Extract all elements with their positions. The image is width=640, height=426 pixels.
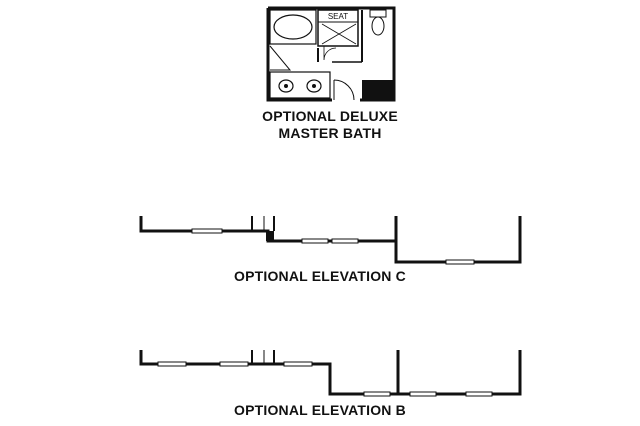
elevation-b-windows bbox=[157, 361, 493, 397]
elevation-c-wall bbox=[139, 216, 522, 264]
bath-wall-block bbox=[362, 80, 394, 100]
bath-caption: OPTIONAL DELUXE MASTER BATH bbox=[230, 108, 430, 142]
window bbox=[157, 361, 187, 367]
window bbox=[219, 361, 249, 367]
bathtub-basin bbox=[273, 14, 313, 40]
bathtub bbox=[269, 9, 317, 45]
window bbox=[445, 259, 475, 265]
elevation-c-plan bbox=[139, 216, 522, 264]
elevation-c-caption: OPTIONAL ELEVATION C bbox=[233, 268, 406, 284]
shower-diagonal-2 bbox=[321, 23, 357, 45]
shower-door bbox=[323, 46, 337, 61]
seat-label: SEAT bbox=[328, 12, 348, 21]
elevation-b-caption: OPTIONAL ELEVATION B bbox=[233, 402, 406, 418]
elevation-c-column bbox=[266, 231, 274, 241]
window bbox=[363, 391, 391, 397]
bath-caption-line2: MASTER BATH bbox=[278, 125, 382, 141]
elevation-b-plan bbox=[139, 350, 522, 396]
window bbox=[331, 238, 359, 244]
vanity-counter bbox=[269, 71, 331, 99]
toilet-bowl bbox=[371, 16, 385, 36]
toilet-tank bbox=[369, 9, 387, 18]
sink-right-drain bbox=[312, 84, 316, 88]
window bbox=[283, 361, 313, 367]
sink-left bbox=[278, 79, 294, 93]
window bbox=[409, 391, 437, 397]
elevation-c-windows bbox=[191, 228, 475, 265]
vanity-wall bbox=[269, 45, 292, 71]
deluxe-master-bath-plan bbox=[266, 6, 396, 102]
bath-entry-door bbox=[333, 79, 355, 101]
bath-caption-line1: OPTIONAL DELUXE bbox=[262, 108, 398, 124]
shower-stall bbox=[317, 9, 359, 47]
sink-right bbox=[306, 79, 322, 93]
window bbox=[191, 228, 223, 234]
elevation-b-wall bbox=[139, 350, 522, 396]
sink-left-drain bbox=[284, 84, 288, 88]
window bbox=[301, 238, 329, 244]
window bbox=[465, 391, 493, 397]
